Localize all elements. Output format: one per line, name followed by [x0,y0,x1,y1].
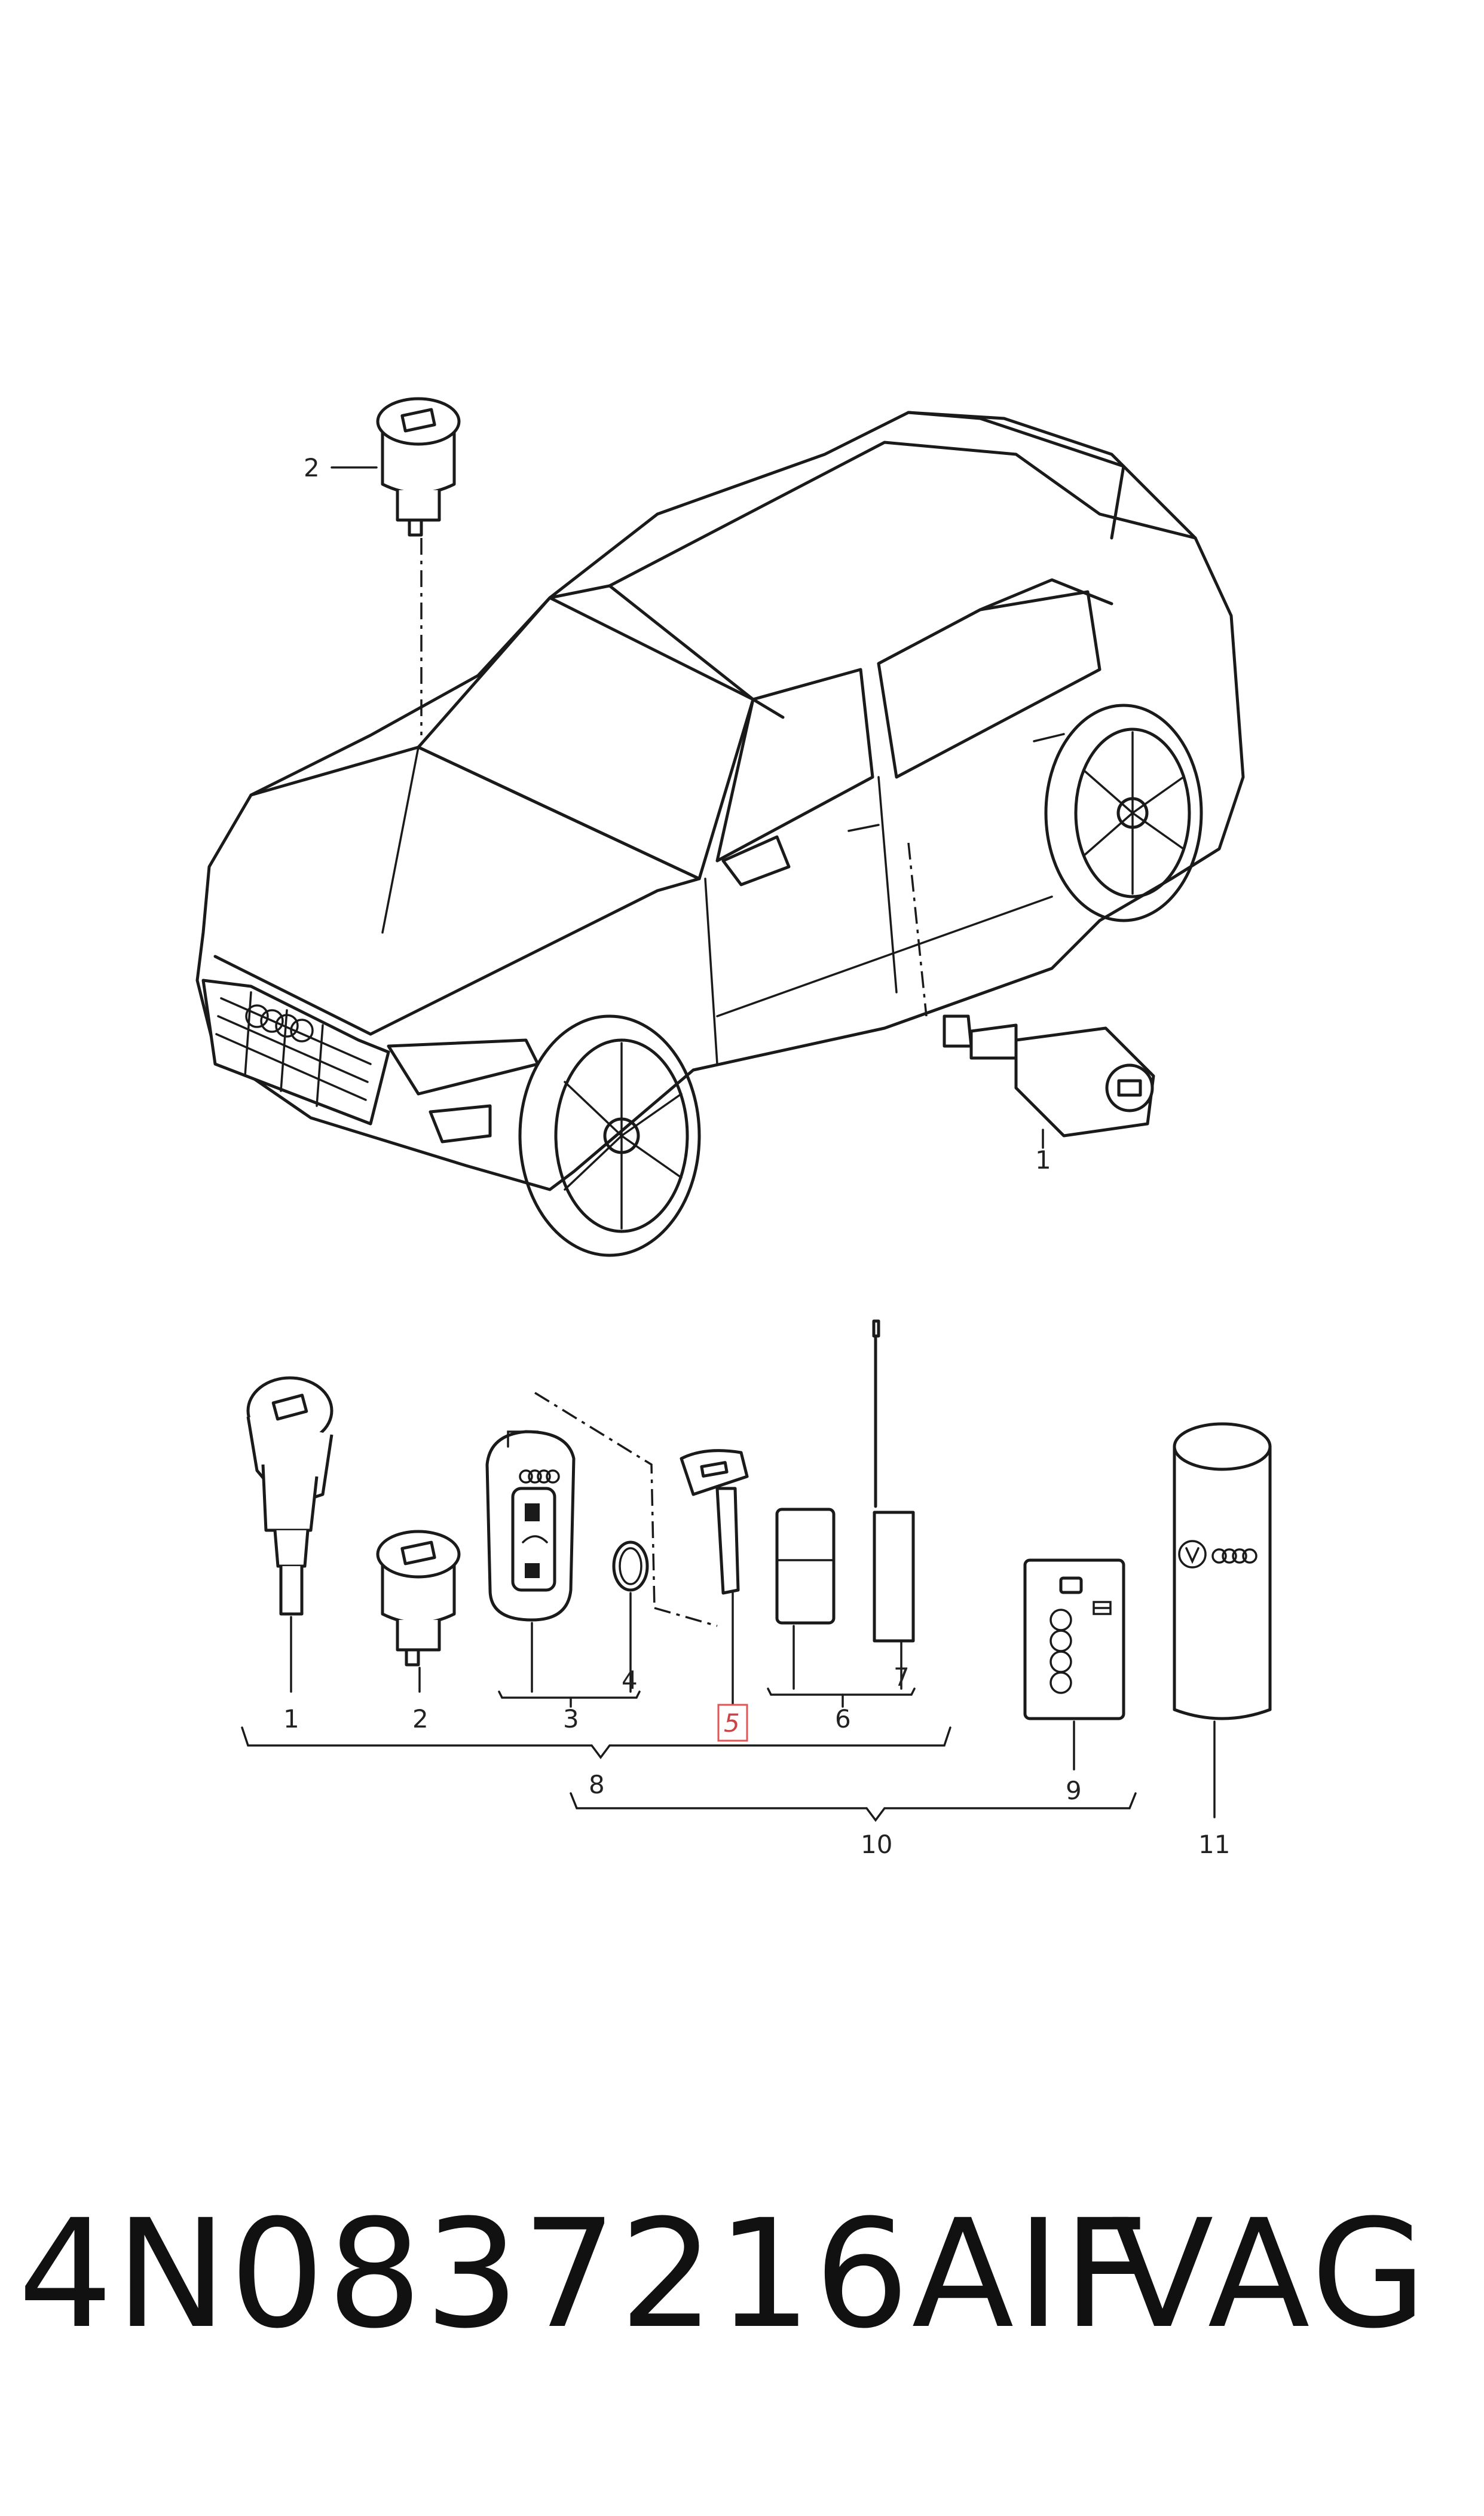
callout-2: 2 [412,1704,429,1734]
car-illustration [195,411,1245,1257]
callout-5: 5 [724,1708,740,1738]
callout-7: 7 [894,1662,910,1692]
front-wheel [518,1014,701,1257]
callout-4: 4 [622,1665,638,1695]
part-5-emergency-key [680,1449,749,1595]
part-7-antenna-card [872,1319,915,1643]
rear-wheel [1044,704,1203,922]
lock-cylinder-top-figure [376,397,461,537]
part-number: 4N0837216AIF [18,2187,1152,2361]
callout-top-1: 1 [1035,1145,1051,1175]
callout-top-2: 2 [304,453,320,482]
part-3-key-fob [485,1430,576,1622]
part-11-gift-tube [1173,1422,1272,1720]
part-9-key-card [1023,1558,1125,1720]
callout-10: 10 [861,1830,892,1859]
part-2-lock-cylinder [376,1530,461,1667]
door-lock-top-figure [943,1014,1155,1138]
part-4-battery [612,1540,649,1592]
callout-8: 8 [589,1770,605,1799]
callout-9: 9 [1066,1776,1082,1805]
part-1-lock-switch [246,1376,333,1616]
part-6-card [775,1508,836,1625]
brand-label: VAG [1111,2187,1430,2361]
callout-3: 3 [563,1704,579,1734]
highlight-box [717,1704,748,1742]
callout-6: 6 [835,1704,851,1734]
callout-1: 1 [283,1704,299,1734]
callout-11: 11 [1198,1830,1230,1859]
